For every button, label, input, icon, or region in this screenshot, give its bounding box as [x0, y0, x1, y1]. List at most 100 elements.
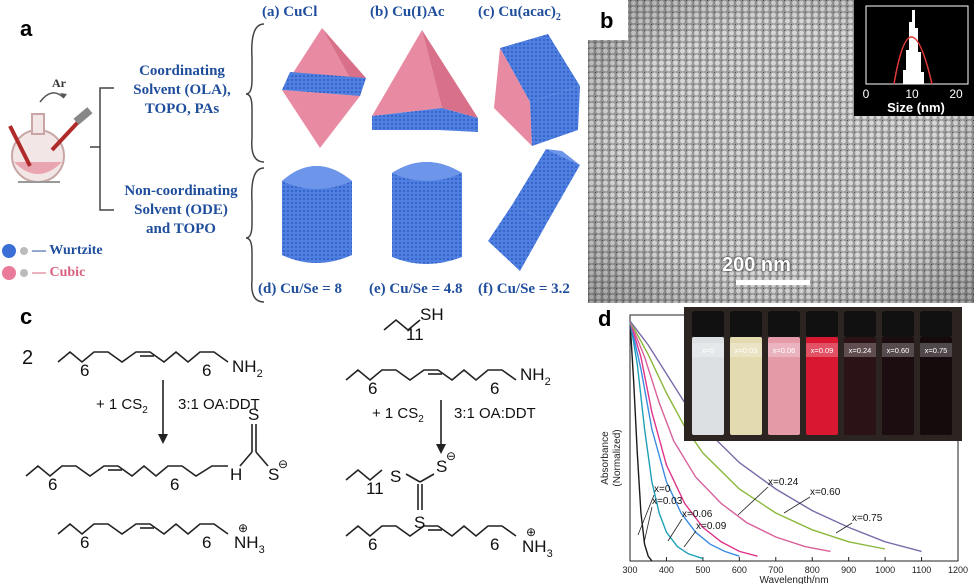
coordinating-label: Coordinating Solvent (OLA), TOPO, PAs: [133, 63, 231, 117]
non-coordinating-label: Non-coordinating Solvent (ODE) and TOPO: [124, 183, 238, 237]
conditions-left: 3:1 OA:DDT: [178, 396, 260, 413]
reaction-scheme: 2 6 6 NH2 + 1 CS2 3:1 OA:DDT 6 6 H S S ⊖…: [22, 305, 553, 560]
annotation-label: x=0.09: [696, 521, 727, 532]
vial-label: x=0.75: [925, 346, 948, 355]
brace-icon: [245, 23, 265, 303]
svg-text:6: 6: [368, 535, 377, 554]
legend: — Wurtzite — Cubic: [2, 240, 103, 284]
hist-tick-20: 20: [949, 87, 963, 101]
annotation-label: x=0.06: [682, 509, 713, 520]
histogram-svg: 0 10 20 Size (nm): [863, 5, 969, 115]
svg-text:11: 11: [366, 479, 384, 498]
nh3-label: NH3: [234, 533, 265, 556]
vial-body: [730, 337, 762, 435]
gas-label: Ar: [52, 76, 66, 90]
annotation-leader: [637, 494, 655, 536]
nh3-label-right: NH3: [522, 537, 553, 560]
x-tick-label: 900: [841, 565, 856, 575]
x-axis-label: Wavelength/nm: [759, 575, 828, 584]
annotation-leader: [683, 530, 697, 548]
svg-text:6: 6: [202, 533, 211, 552]
cubic-dot-icon: [2, 266, 16, 280]
vial-cap: [882, 311, 914, 337]
vial-body: [882, 337, 914, 435]
vial-label-band: [730, 343, 762, 357]
vial-label-band: [692, 343, 724, 357]
series-line-2: [629, 320, 740, 557]
vial-label-band: [882, 343, 914, 357]
panel-label-b: b: [600, 8, 614, 33]
cuse-8-shape: [282, 166, 352, 263]
series-line-3: [629, 320, 758, 557]
vial-body: [920, 337, 952, 435]
vial-label-band: [806, 343, 838, 357]
svg-text:6: 6: [490, 535, 499, 554]
series-line-5: [629, 320, 886, 550]
legend-item-wurtzite: — Wurtzite: [2, 240, 103, 262]
small-atom-icon: [20, 247, 28, 255]
x-tick-label: 400: [659, 565, 674, 575]
vial-label: x=0: [702, 346, 714, 355]
svg-text:SH: SH: [420, 305, 444, 324]
small-atom-icon: [20, 269, 28, 277]
shape-label-cuacac: (c) Cu(acac)2: [478, 4, 561, 23]
vial-label: x=0.03: [735, 346, 758, 355]
vial-label-band: [768, 343, 800, 357]
vial-body: [806, 337, 838, 435]
cucl-shape: [282, 28, 366, 148]
vial-cap: [806, 311, 838, 337]
shape-label-cucl: (a) CuCl: [262, 4, 318, 20]
svg-text:⊖: ⊖: [278, 457, 288, 471]
svg-text:6: 6: [80, 361, 89, 380]
vial-body: [844, 337, 876, 435]
shape-label-cuse-3-2: (f) Cu/Se = 3.2: [478, 281, 570, 297]
panel-label-d: d: [598, 306, 612, 331]
svg-text:⊕: ⊕: [526, 525, 536, 539]
x-tick-label: 300: [622, 565, 637, 575]
x-tick-label: 500: [695, 565, 710, 575]
svg-text:6: 6: [368, 379, 377, 398]
annotation-label: x=0.24: [768, 477, 799, 488]
annotation-label: x=0.75: [852, 513, 883, 524]
svg-text:S: S: [248, 405, 259, 424]
shape-label-cuse-8: (d) Cu/Se = 8: [258, 281, 342, 297]
svg-text:S: S: [268, 465, 279, 484]
series-line-1: [629, 320, 704, 560]
panel-label-a: a: [20, 16, 33, 41]
x-tick-label: 1100: [912, 565, 931, 575]
reagent-cs2-left: + 1 CS2: [96, 396, 148, 416]
svg-text:11: 11: [406, 325, 424, 344]
panel-label-c: c: [20, 304, 33, 329]
scale-bar-label: 200 nm: [722, 254, 791, 276]
x-tick-label: 1200: [948, 565, 968, 575]
svg-text:6: 6: [202, 361, 211, 380]
svg-text:6: 6: [490, 379, 499, 398]
size-histogram-inset: 0 10 20 Size (nm): [854, 0, 974, 116]
flask-icon: [8, 92, 93, 183]
svg-text:S: S: [414, 513, 425, 532]
svg-text:⊖: ⊖: [446, 449, 456, 463]
annotation-leader: [783, 496, 811, 514]
panel-b-tem-image: b 0 10 20 Size (nm) 200 nm: [588, 0, 974, 303]
legend-item-cubic: — Cubic: [2, 262, 103, 284]
annotation-leader: [667, 518, 683, 542]
svg-text:6: 6: [80, 533, 89, 552]
nh2-label-right: NH2: [520, 365, 551, 388]
crystal-shapes-bottom: [282, 149, 580, 271]
cuac-shape: [372, 30, 478, 132]
x-tick-label: 700: [768, 565, 783, 575]
series-line-0: [629, 320, 653, 562]
reagent-cs2-right: + 1 CS2: [372, 405, 424, 425]
annotation-leader: [737, 486, 769, 516]
annotation-label: x=0.60: [810, 487, 841, 498]
vial-label: x=0.09: [811, 346, 834, 355]
shape-label-cuse-4-8: (e) Cu/Se = 4.8: [369, 281, 463, 297]
series-line-6: [629, 320, 922, 553]
svg-text:S: S: [390, 467, 401, 486]
wurtzite-dot-icon: [2, 244, 16, 258]
annotation-label: x=0: [654, 484, 671, 495]
x-tick-label: 1000: [875, 565, 895, 575]
vial-label-band: [920, 343, 952, 357]
hist-xlabel: Size (nm): [887, 100, 945, 115]
